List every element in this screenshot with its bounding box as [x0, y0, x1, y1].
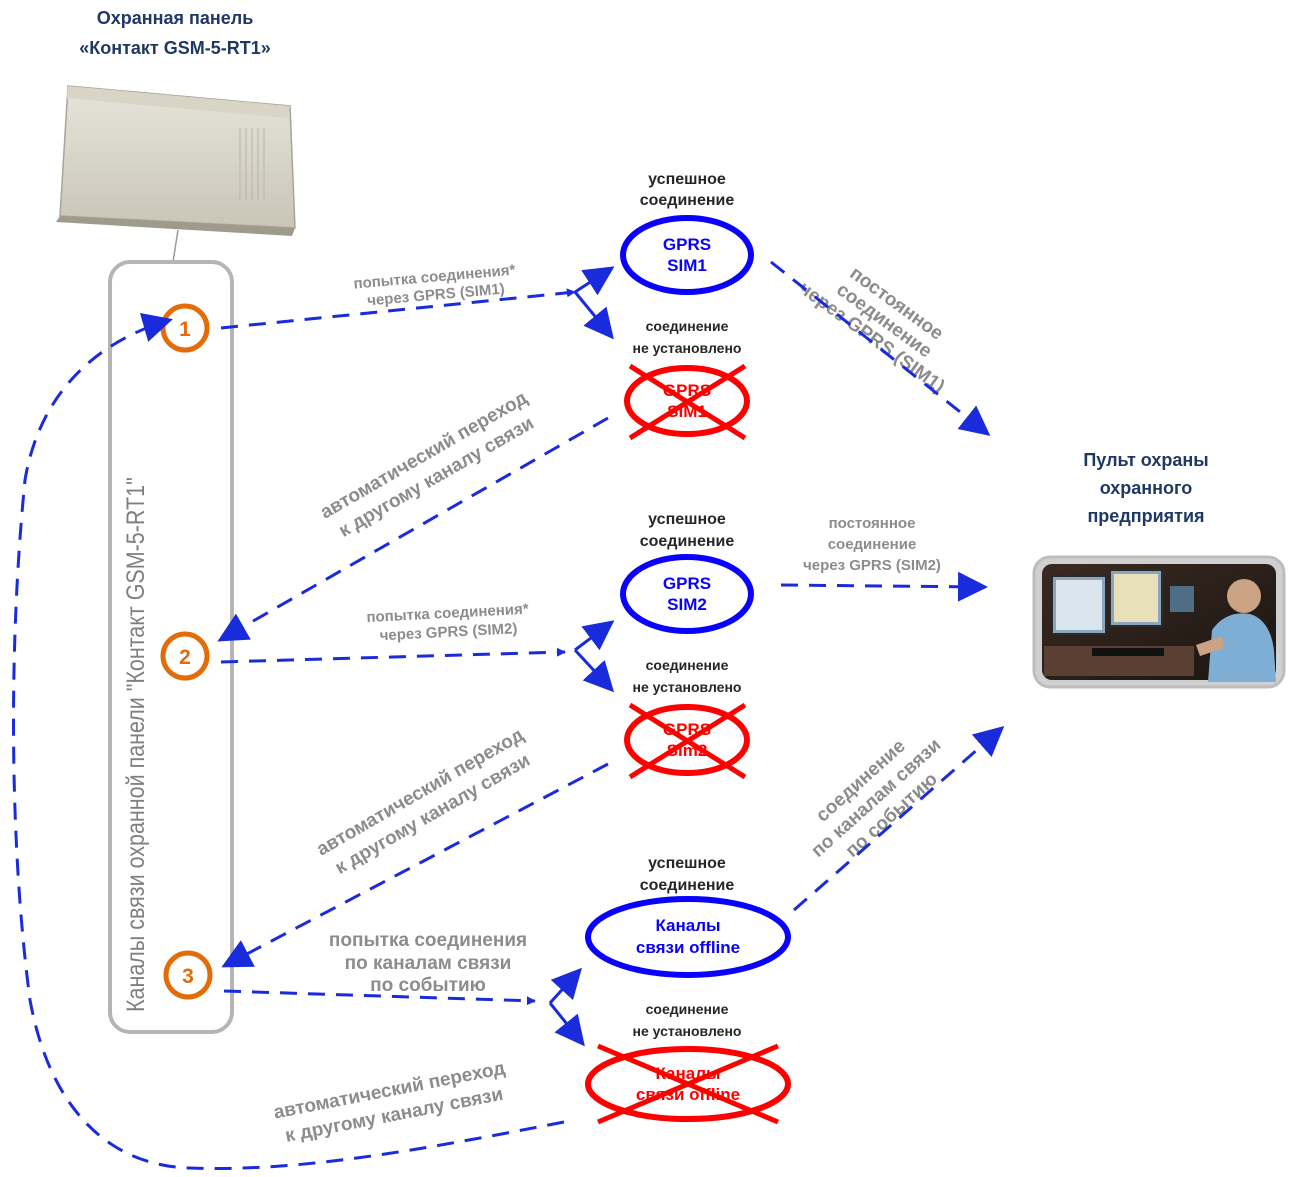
arrow-persistent2: [780, 571, 988, 602]
svg-text:не установлено: не установлено: [633, 679, 742, 695]
edge-label-persistent1: постоянное соединение через GPRS (SIM1): [795, 263, 949, 398]
svg-text:SIM1: SIM1: [667, 256, 707, 275]
svg-text:GPRS: GPRS: [663, 235, 711, 254]
node-gprs-sim2-success: GPRS SIM2: [620, 554, 754, 634]
svg-text:через GPRS (SIM2): через GPRS (SIM2): [803, 557, 941, 574]
status-success-3: успешное соединение: [640, 855, 735, 894]
panel-device-image: [56, 85, 296, 263]
svg-text:SIM2: SIM2: [667, 595, 707, 614]
svg-text:по событию: по событию: [370, 975, 486, 996]
arrow-auto-switch-3: [12, 313, 565, 1170]
svg-text:соединение: соединение: [646, 657, 729, 673]
step-3-number: 3: [182, 965, 194, 988]
node-offline-failed: Каналы связи offline: [585, 1043, 791, 1125]
svg-text:связи offline: связи offline: [636, 938, 740, 957]
svg-text:не установлено: не установлено: [633, 1023, 742, 1039]
arrow-branch3-success: [548, 967, 583, 1005]
arrow-branch2-success: [574, 620, 615, 652]
status-fail-1: соединение не установлено: [633, 318, 742, 356]
edge-label-auto-switch-1: автоматический переход к другому каналу …: [317, 388, 538, 542]
node-offline-success: Каналы связи offline: [585, 896, 791, 978]
step-2-number: 2: [179, 646, 191, 669]
edge-label-auto-switch-3: автоматический переход к другому каналу …: [272, 1058, 507, 1147]
svg-text:соединение: соединение: [646, 318, 729, 334]
svg-text:автоматический переход: автоматический переход: [313, 725, 527, 861]
edge-label-attempt2: попытка соединения* через GPRS (SIM2): [366, 601, 529, 645]
status-fail-2: соединение не установлено: [633, 657, 742, 695]
status-success-2: успешное соединение: [640, 511, 735, 550]
svg-text:связи offline: связи offline: [636, 1085, 740, 1104]
arrow-branch1-success: [574, 266, 615, 296]
svg-text:Каналы: Каналы: [655, 916, 720, 935]
arrow-branch3-fail: [548, 1002, 585, 1047]
arrow-event-connection: [793, 726, 1005, 912]
svg-text:соединение: соединение: [640, 192, 735, 209]
svg-text:попытка соединения: попытка соединения: [329, 930, 527, 951]
svg-text:не установлено: не установлено: [633, 340, 742, 356]
status-fail-3: соединение не установлено: [633, 1001, 742, 1039]
svg-text:соединение: соединение: [640, 533, 735, 550]
svg-text:предприятия: предприятия: [1087, 506, 1204, 526]
edge-label-attempt3: попытка соединения по каналам связи по с…: [329, 930, 527, 996]
central-station-photo: [1032, 555, 1286, 689]
panel-title-line2: «Контакт GSM-5-RT1»: [79, 38, 271, 58]
svg-text:соединение: соединение: [640, 877, 735, 894]
arrow-attempt2: [220, 647, 566, 664]
step-3: 3: [163, 950, 213, 1000]
svg-text:успешное: успешное: [648, 171, 726, 188]
svg-text:успешное: успешное: [648, 511, 726, 528]
arrow-persistent1: [770, 260, 991, 436]
status-success-1: успешное соединение: [640, 171, 735, 209]
arrow-attempt1: [220, 288, 576, 330]
panel-title-line1: Охранная панель: [97, 8, 254, 28]
svg-text:успешное: успешное: [648, 855, 726, 872]
panel-title: Охранная панель «Контакт GSM-5-RT1»: [79, 8, 271, 58]
edge-label-persistent2: постоянное соединение через GPRS (SIM2): [803, 515, 941, 574]
node-gprs-sim2-failed: GPRS Sim2: [624, 702, 750, 780]
svg-text:постоянное: постоянное: [829, 515, 916, 532]
edge-label-attempt1: попытка соединения* через GPRS (SIM1): [353, 262, 516, 310]
arrow-branch2-fail: [573, 648, 615, 693]
svg-text:соединение: соединение: [646, 1001, 729, 1017]
arrow-branch1-fail: [573, 291, 614, 340]
svg-text:Пульт охраны: Пульт охраны: [1083, 450, 1208, 470]
svg-text:по каналам связи: по каналам связи: [345, 953, 512, 974]
step-2: 2: [160, 631, 210, 681]
edge-label-event-connection: соединение по каналам связи по событию: [807, 735, 945, 862]
channels-label: Каналы связи охранной панели "Контакт GS…: [121, 477, 149, 1012]
arrow-auto-switch-1: [217, 416, 609, 642]
central-station-title: Пульт охраны охранного предприятия: [1083, 450, 1208, 526]
node-gprs-sim1-success: GPRS SIM1: [620, 215, 754, 295]
svg-text:соединение: соединение: [828, 536, 917, 553]
arrow-auto-switch-2: [221, 762, 609, 968]
svg-text:охранного: охранного: [1100, 478, 1193, 498]
channels-container: [108, 260, 234, 1034]
step-1-number: 1: [179, 318, 191, 341]
node-gprs-sim1-failed: GPRS SIM1: [624, 363, 750, 441]
svg-text:автоматический переход: автоматический переход: [317, 388, 531, 524]
svg-text:GPRS: GPRS: [663, 574, 711, 593]
arrow-attempt3: [223, 989, 536, 1006]
step-1: 1: [160, 303, 210, 353]
